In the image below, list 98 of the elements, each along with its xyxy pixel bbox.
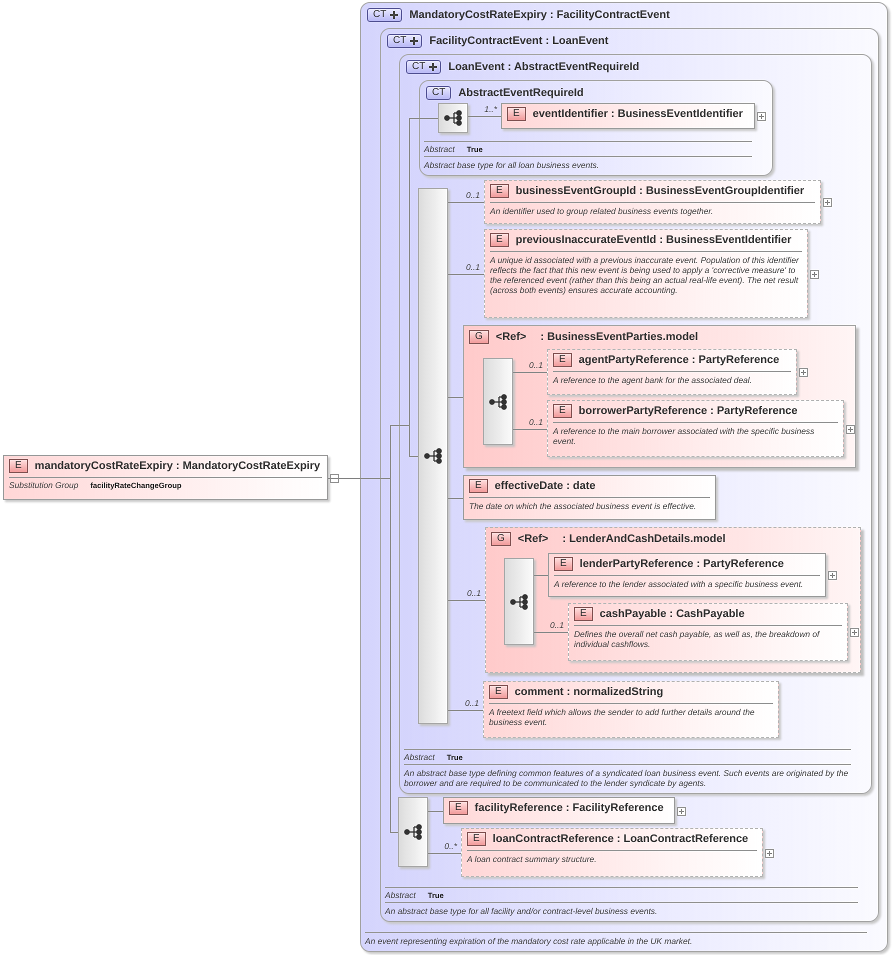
element-box bbox=[484, 229, 808, 318]
type-name: LoanEvent : AbstractEventRequireId bbox=[448, 61, 640, 73]
element-box bbox=[548, 553, 826, 597]
reference-tag: <Ref> bbox=[518, 533, 548, 545]
description: An event representing expiration of the mandatory cost rate applicable in the UK market. bbox=[365, 932, 867, 946]
description: A reference to the lender associated with a specific business event. bbox=[554, 575, 820, 589]
element-box bbox=[484, 180, 821, 224]
connector-line bbox=[512, 429, 548, 430]
element-name: comment : normalizedString bbox=[514, 686, 664, 698]
description: An abstract base type defining common features of a syndicated loan business event. Such events are originated by the borrower and are required to be communicated to the lender syndicate by agents. bbox=[404, 764, 851, 788]
connector-line bbox=[468, 116, 502, 117]
type-name: AbstractEventRequireId bbox=[458, 87, 584, 99]
description: A freetext field which allows the sender to add further details around the business event. bbox=[489, 703, 773, 727]
element-badge: E bbox=[489, 685, 508, 699]
connector-line bbox=[448, 710, 484, 711]
element-badge: E bbox=[449, 801, 468, 815]
multiplicity-label: 0..* bbox=[443, 840, 457, 850]
element-badge: E bbox=[469, 479, 488, 493]
complex-type-badge: CT bbox=[387, 34, 422, 48]
group-badge: G bbox=[469, 330, 489, 344]
sequence-compositor bbox=[418, 188, 448, 724]
element-badge: E bbox=[553, 353, 572, 367]
element-badge: E bbox=[574, 607, 593, 621]
multiplicity-label: 0..1 bbox=[466, 588, 481, 598]
element-badge: E bbox=[553, 404, 572, 418]
element-name: previousInaccurateEventId : BusinessEventIdentifier bbox=[516, 234, 792, 246]
multiplicity-label: 0..1 bbox=[528, 416, 543, 426]
element-name: eventIdentifier : BusinessEventIdentifier bbox=[532, 108, 743, 120]
element-badge: E bbox=[9, 459, 28, 473]
sequence-compositor bbox=[504, 558, 534, 645]
element-name: effectiveDate : date bbox=[494, 480, 596, 492]
connector-line bbox=[428, 853, 462, 854]
multiplicity-label: 1..* bbox=[483, 104, 497, 114]
element-box bbox=[547, 349, 797, 395]
connector-line bbox=[534, 575, 548, 576]
group-box bbox=[463, 325, 856, 468]
group-name: : LenderAndCashDetails.model bbox=[562, 533, 726, 545]
sequence-compositor bbox=[398, 797, 428, 867]
connector-line bbox=[448, 498, 464, 499]
description: An abstract base type for all facility and/or contract-level business events. bbox=[385, 902, 858, 916]
property-label: Abstract bbox=[424, 144, 455, 154]
element-badge: E bbox=[490, 184, 509, 198]
property-label: Abstract bbox=[385, 890, 416, 900]
description: Defines the overall net cash payable, as well as, the breakdown of individual cashflows. bbox=[574, 625, 842, 649]
connector-line bbox=[448, 274, 484, 275]
description: A reference to the agent bank for the associated deal. bbox=[553, 371, 791, 385]
description: A reference to the main borrower associated with the specific business event. bbox=[553, 422, 838, 446]
group-badge: G bbox=[491, 532, 511, 546]
complex-type-box bbox=[399, 54, 872, 794]
description: A unique id associated with a previous inaccurate event. Population of this identifier reflects the fact that this new event is being used to apply a 'corrective measure' to the referenced event (rather than this being an actual real-life event). The net result (across both events) ensures accurate accounting. bbox=[490, 251, 802, 295]
multiplicity-label: 0..1 bbox=[465, 262, 480, 272]
type-name: FacilityContractEvent : LoanEvent bbox=[429, 35, 608, 47]
multiplicity-label: 0..1 bbox=[528, 360, 543, 370]
complex-type-badge: CT bbox=[426, 86, 452, 100]
complex-type-box bbox=[419, 80, 773, 176]
description: A loan contract summary structure. bbox=[467, 850, 757, 864]
element-name: lenderPartyReference : PartyReference bbox=[580, 558, 784, 570]
element-box bbox=[463, 475, 716, 520]
element-box bbox=[461, 828, 763, 877]
element-name: borrowerPartyReference : PartyReference bbox=[578, 405, 798, 417]
multiplicity-label: 0..1 bbox=[549, 620, 564, 630]
element-name: businessEventGroupId : BusinessEventGroupIdentifier bbox=[516, 185, 804, 197]
element-badge: E bbox=[467, 832, 486, 846]
description: Abstract base type for all loan business events. bbox=[424, 156, 752, 170]
element-name: agentPartyReference : PartyReference bbox=[578, 354, 780, 366]
property-label: Substitution Group bbox=[9, 480, 78, 490]
complex-type-badge: CT bbox=[406, 60, 442, 74]
connector-line bbox=[428, 811, 444, 812]
element-box bbox=[568, 603, 848, 661]
element-name: facilityReference : FacilityReference bbox=[474, 802, 664, 814]
element-badge: E bbox=[507, 107, 526, 121]
element-badge: E bbox=[554, 557, 573, 571]
multiplicity-label: 0..1 bbox=[465, 190, 480, 200]
element-name: cashPayable : CashPayable bbox=[600, 608, 745, 620]
element-badge: E bbox=[490, 233, 509, 247]
element-name: loanContractReference : LoanContractReference bbox=[492, 833, 748, 845]
multiplicity-label: 0..1 bbox=[464, 698, 479, 708]
group-name: : BusinessEventParties.model bbox=[540, 331, 698, 343]
connector-line bbox=[448, 600, 486, 601]
element-box bbox=[3, 455, 328, 500]
property-label: Abstract bbox=[404, 752, 435, 762]
description: The date on which the associated business event is effective. bbox=[469, 497, 710, 511]
description: An identifier used to group related business events together. bbox=[490, 202, 815, 216]
connector-line bbox=[534, 632, 568, 633]
type-name: MandatoryCostRateExpiry : FacilityContractEvent bbox=[409, 9, 670, 21]
reference-tag: <Ref> bbox=[496, 331, 526, 343]
element-box bbox=[501, 103, 755, 129]
element-box bbox=[547, 400, 844, 457]
element-box bbox=[443, 797, 675, 824]
connector-line bbox=[448, 202, 484, 203]
sequence-compositor bbox=[438, 103, 468, 133]
connector-line bbox=[512, 372, 548, 373]
complex-type-badge: CT bbox=[367, 8, 402, 22]
group-box bbox=[485, 527, 861, 673]
connector-line bbox=[448, 397, 464, 398]
element-name: mandatoryCostRateExpiry : MandatoryCostRateExpiry bbox=[34, 460, 320, 472]
element-box bbox=[483, 681, 779, 738]
sequence-compositor bbox=[483, 358, 513, 445]
